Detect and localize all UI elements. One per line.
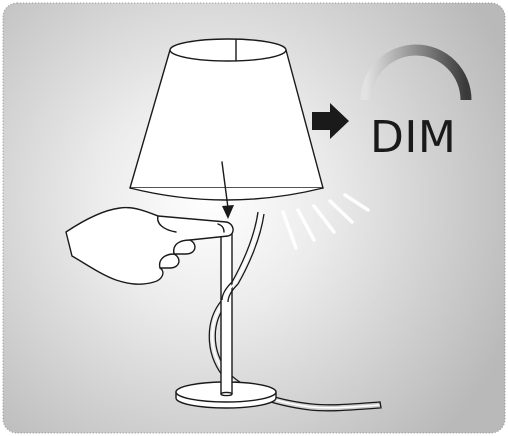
lamp-pole bbox=[221, 228, 232, 396]
dim-label: DIM bbox=[370, 112, 456, 163]
